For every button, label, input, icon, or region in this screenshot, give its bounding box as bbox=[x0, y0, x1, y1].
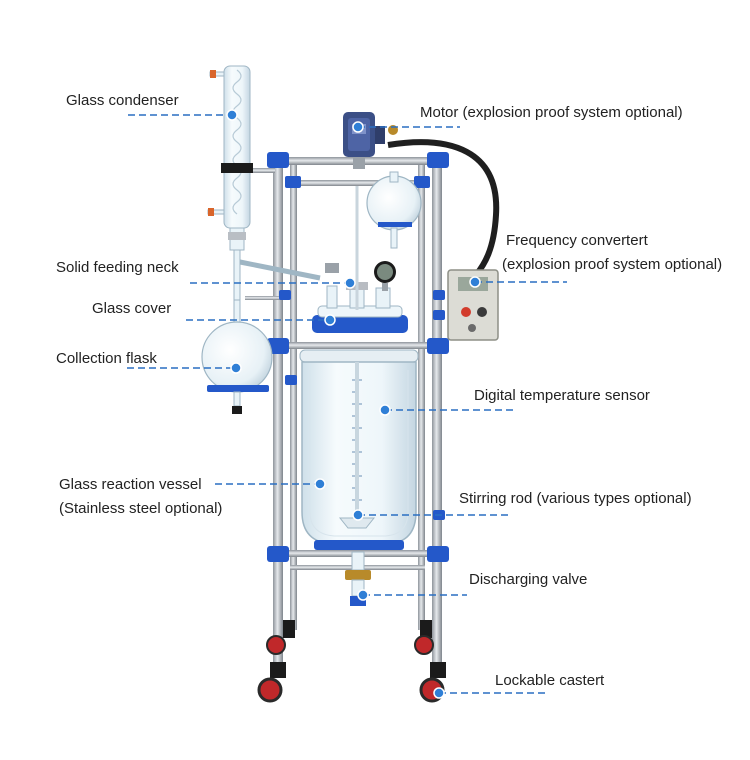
glass-cover-assembly bbox=[312, 186, 408, 333]
caster-back-left bbox=[266, 620, 295, 655]
frame-post-left-back bbox=[290, 160, 297, 630]
casters bbox=[257, 620, 446, 703]
leader-lines bbox=[127, 114, 567, 694]
frame-post-right-front bbox=[432, 160, 442, 665]
power-hose bbox=[387, 139, 500, 277]
frequency-converter bbox=[447, 269, 499, 341]
label-frequency-converter-line2: (explosion proof system optional) bbox=[502, 256, 723, 273]
blue-brackets bbox=[267, 152, 449, 562]
mid-rail bbox=[273, 342, 443, 349]
caster-back-right bbox=[414, 620, 434, 655]
label-digital-temperature-sensor: Digital temperature sensor bbox=[474, 387, 650, 404]
flask-arm bbox=[245, 296, 285, 300]
condenser bbox=[207, 65, 321, 303]
label-stirring-rod: Stirring rod (various types optional) bbox=[459, 490, 692, 507]
top-dropping-flask bbox=[366, 171, 422, 249]
collection-flask bbox=[201, 299, 273, 414]
condenser-arm bbox=[250, 168, 275, 173]
frame-post-right-back bbox=[418, 160, 425, 630]
leader-dots bbox=[226, 109, 481, 699]
label-frequency-converter-line1: Frequency convertert bbox=[506, 232, 648, 249]
label-solid-feeding-neck: Solid feeding neck bbox=[56, 259, 179, 276]
label-glass-condenser: Glass condenser bbox=[66, 92, 179, 109]
label-collection-flask: Collection flask bbox=[56, 350, 157, 367]
label-discharging-valve: Discharging valve bbox=[469, 571, 588, 588]
caster-front-left bbox=[257, 662, 286, 703]
frame-post-left-front bbox=[273, 160, 283, 665]
label-lockable-caster: Lockable castert bbox=[495, 672, 605, 689]
label-glass-reaction-vessel-line2: (Stainless steel optional) bbox=[59, 500, 223, 517]
label-motor: Motor (explosion proof system optional) bbox=[420, 104, 683, 121]
label-glass-reaction-vessel-line1: Glass reaction vessel bbox=[59, 476, 202, 493]
temperature-gauge bbox=[374, 261, 396, 291]
top-rail-back bbox=[290, 180, 425, 186]
label-glass-cover: Glass cover bbox=[92, 300, 172, 317]
